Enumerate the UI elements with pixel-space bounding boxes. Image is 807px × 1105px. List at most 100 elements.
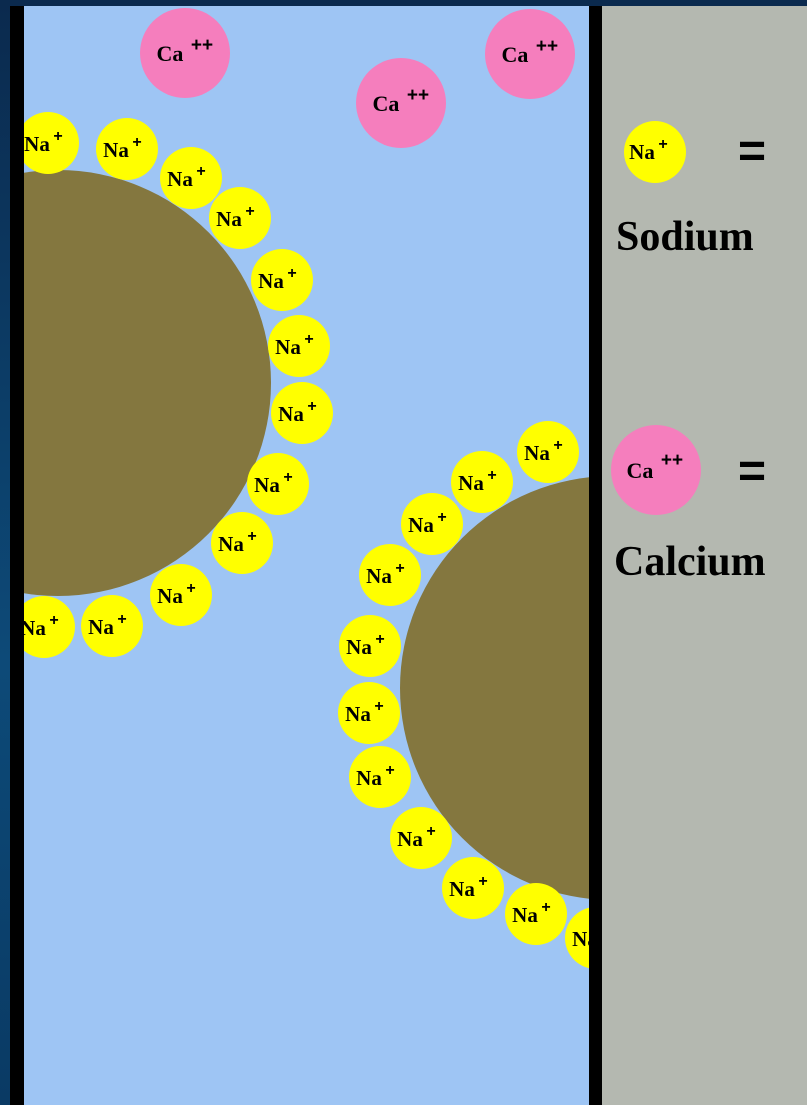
sodium-symbol: Na xyxy=(408,513,434,537)
legend-sodium-name: Sodium xyxy=(616,214,754,260)
clay-particle-left xyxy=(24,170,271,596)
sodium-ion: Na+ xyxy=(338,682,400,744)
sodium-charge: + xyxy=(487,467,496,484)
sodium-ion: Na+ xyxy=(339,615,401,677)
calcium-symbol: Ca xyxy=(157,41,184,66)
legend-sodium: Na + = Sodium xyxy=(616,121,766,260)
sodium-charge: + xyxy=(553,437,562,454)
sodium-ion: Na+ xyxy=(211,512,273,574)
sodium-symbol: Na xyxy=(397,827,423,851)
calcium-ion: Ca++ xyxy=(140,8,230,98)
sodium-ion: Na+ xyxy=(451,451,513,513)
water-contents: Na+Na+Na+Na+Na+Na+Na+Na+Na+Na+Na+Na+Na+N… xyxy=(20,8,598,969)
left-frame-bar xyxy=(10,6,24,1105)
sodium-symbol: Na xyxy=(216,207,242,231)
sodium-symbol: Na xyxy=(218,532,244,556)
sodium-charge: + xyxy=(307,398,316,415)
sodium-ion-circle xyxy=(211,512,273,574)
sodium-charge: + xyxy=(541,899,550,916)
legend-calcium-symbol: Ca xyxy=(627,458,654,483)
sodium-ion: Na+ xyxy=(209,187,271,249)
sodium-ion: Na+ xyxy=(390,807,452,869)
calcium-ion-circle xyxy=(356,58,446,148)
sodium-ion-circle xyxy=(349,746,411,808)
sodium-symbol: Na xyxy=(88,615,114,639)
calcium-ion: Ca ++ xyxy=(356,58,446,148)
sodium-charge: + xyxy=(304,331,313,348)
sodium-ion-circle xyxy=(24,112,79,174)
sodium-charge: + xyxy=(385,762,394,779)
sodium-ion-circle xyxy=(517,421,579,483)
sodium-charge: + xyxy=(49,612,58,629)
legend-calcium-charge: ++ xyxy=(661,450,683,471)
legend-sodium-charge: + xyxy=(658,136,667,153)
sodium-symbol: Na xyxy=(458,471,484,495)
sodium-ion-circle xyxy=(451,451,513,513)
sodium-ion-circle xyxy=(160,147,222,209)
sodium-charge: + xyxy=(374,698,383,715)
sodium-ion: Na+ xyxy=(251,249,313,311)
sodium-ion: Na+ xyxy=(517,421,579,483)
legend-calcium-equals: = xyxy=(738,445,766,498)
sodium-ion: Na+ xyxy=(150,564,212,626)
divider-bar xyxy=(589,6,602,1105)
sodium-symbol: Na xyxy=(278,402,304,426)
ion-layer: Na+Na+Na+Na+Na+Na+Na+Na+Na+Na+Na+Na+Na+N… xyxy=(20,8,598,969)
sodium-symbol: Na xyxy=(512,903,538,927)
sodium-symbol: Na xyxy=(20,616,46,640)
sodium-ion-circle xyxy=(81,595,143,657)
sodium-ion-circle xyxy=(96,118,158,180)
sodium-charge: + xyxy=(245,203,254,220)
sodium-ion-circle xyxy=(442,857,504,919)
sodium-ion-circle xyxy=(401,493,463,555)
sodium-charge: + xyxy=(437,509,446,526)
sodium-symbol: Na xyxy=(254,473,280,497)
sodium-ion-circle xyxy=(565,907,589,969)
sodium-ion: Na+ xyxy=(96,118,158,180)
sodium-symbol: Na xyxy=(572,927,598,951)
sodium-ion: Na+ xyxy=(271,382,333,444)
sodium-ion-circle xyxy=(271,382,333,444)
calcium-symbol: Ca xyxy=(502,42,529,67)
sodium-symbol: Na xyxy=(449,877,475,901)
sodium-charge: + xyxy=(375,631,384,648)
sodium-ion-circle xyxy=(209,187,271,249)
calcium-charge: ++ xyxy=(536,36,558,57)
sodium-charge: + xyxy=(478,873,487,890)
sodium-ion: Na+ xyxy=(565,907,598,969)
calcium-charge: ++ xyxy=(407,85,429,106)
sodium-symbol: Na xyxy=(345,702,371,726)
sodium-ion-circle xyxy=(247,453,309,515)
sodium-ion: Na+ xyxy=(442,857,504,919)
sodium-charge: + xyxy=(283,469,292,486)
legend-sodium-equals: = xyxy=(738,125,766,178)
sodium-charge: + xyxy=(53,128,62,145)
sodium-ion: Na+ xyxy=(81,595,143,657)
sodium-ion-circle xyxy=(505,883,567,945)
sodium-ion: Na+ xyxy=(359,544,421,606)
sodium-ion: Na+ xyxy=(20,596,75,658)
legend-sodium-ion xyxy=(624,121,686,183)
sodium-symbol: Na xyxy=(356,766,382,790)
sodium-ion: Na+ xyxy=(349,746,411,808)
sodium-ion: Na+ xyxy=(247,453,309,515)
sodium-charge: + xyxy=(196,163,205,180)
sodium-charge: + xyxy=(426,823,435,840)
calcium-ion: Ca ++ xyxy=(485,9,575,99)
sodium-ion-circle xyxy=(359,544,421,606)
legend: Na + = Sodium Ca ++ = Calcium xyxy=(611,121,766,585)
clay-particle-right xyxy=(400,477,589,899)
sodium-charge: + xyxy=(247,528,256,545)
calcium-symbol: Ca xyxy=(373,91,400,116)
calcium-ion-circle xyxy=(140,8,230,98)
sodium-ion-circle xyxy=(268,315,330,377)
legend-calcium-name: Calcium xyxy=(614,539,766,585)
sodium-ion-circle xyxy=(24,596,75,658)
sodium-charge: + xyxy=(287,265,296,282)
legend-calcium-ion xyxy=(611,425,701,515)
sodium-charge: + xyxy=(186,580,195,597)
sodium-symbol: Na xyxy=(366,564,392,588)
sodium-ion: Na+ xyxy=(505,883,567,945)
sodium-symbol: Na xyxy=(103,138,129,162)
sodium-ion-circle xyxy=(390,807,452,869)
